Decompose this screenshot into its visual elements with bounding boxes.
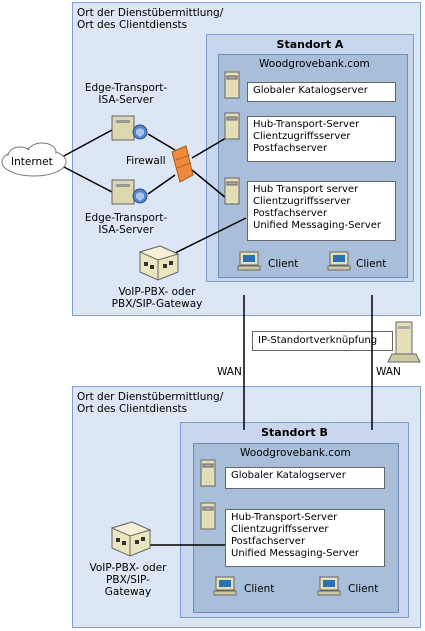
edge-top-label: Edge-Transport- ISA-Server	[84, 82, 168, 106]
client-icon-a2	[327, 251, 351, 271]
firewall-label: Firewall	[126, 155, 166, 167]
site-a-title: Standort A	[276, 38, 344, 51]
link-firewall-um	[191, 169, 227, 199]
voip-gateway-top-icon	[138, 245, 180, 281]
client-icon-a1	[237, 251, 261, 271]
ip-site-link: IP-Standortverknüpfung	[252, 331, 393, 351]
site-b-domain-title: Woodgrovebank.com	[240, 447, 351, 459]
server-icon-a2	[224, 112, 240, 140]
voip-top-label: VoIP-PBX- oder PBX/SIP-Gateway	[111, 286, 203, 310]
link-firewall-hub	[191, 137, 227, 159]
site-b-client-1-label: Client	[244, 583, 275, 595]
ip-link-server-icon	[387, 321, 421, 363]
link-internet-edge-top	[61, 129, 113, 158]
firewall-icon	[171, 145, 194, 183]
link-edge-bottom-firewall	[147, 174, 176, 195]
server-icon-b2	[200, 502, 216, 530]
server-icon-a1	[224, 71, 240, 99]
edge-server-top-icon	[111, 115, 148, 141]
wan-left-label: WAN	[217, 366, 242, 378]
site-b-server-gc: Globaler Katalogserver	[225, 467, 385, 489]
wan-right-label: WAN	[376, 366, 401, 378]
region-bottom-label: Ort der Dienstübermittlung/ Ort des Clie…	[77, 391, 224, 415]
site-a-client-1-label: Client	[268, 258, 299, 270]
client-icon-b1	[213, 576, 237, 596]
voip-bottom-label: VoIP-PBX- oder PBX/SIP- Gateway	[89, 562, 167, 598]
server-icon-b1	[200, 459, 216, 487]
site-b-title: Standort B	[261, 426, 328, 439]
site-a-server-gc: Globaler Katalogserver	[247, 82, 396, 102]
site-b-server-hub: Hub-Transport-Server Clientzugriffsserve…	[225, 509, 385, 567]
link-internet-edge-bottom	[61, 165, 113, 193]
link-edge-top-firewall	[147, 133, 176, 151]
link-voip-top-um	[164, 217, 247, 259]
site-a-client-2-label: Client	[356, 258, 387, 270]
edge-bottom-label: Edge-Transport- ISA-Server	[84, 212, 168, 236]
cloud-icon	[1, 142, 67, 177]
site-a-domain-title: Woodgrovebank.com	[259, 58, 370, 70]
client-icon-b2	[317, 576, 341, 596]
edge-server-bottom-icon	[111, 179, 148, 205]
site-a-server-hub: Hub-Transport-Server Clientzugriffsserve…	[247, 116, 396, 162]
voip-gateway-bottom-icon	[110, 521, 152, 557]
site-a-server-um: Hub Transport server Clientzugriffsserve…	[247, 181, 396, 241]
site-b-client-2-label: Client	[348, 583, 379, 595]
region-top-label: Ort der Dienstübermittlung/ Ort des Clie…	[77, 7, 224, 31]
internet-label: Internet	[11, 156, 53, 168]
server-icon-a3	[224, 177, 240, 205]
